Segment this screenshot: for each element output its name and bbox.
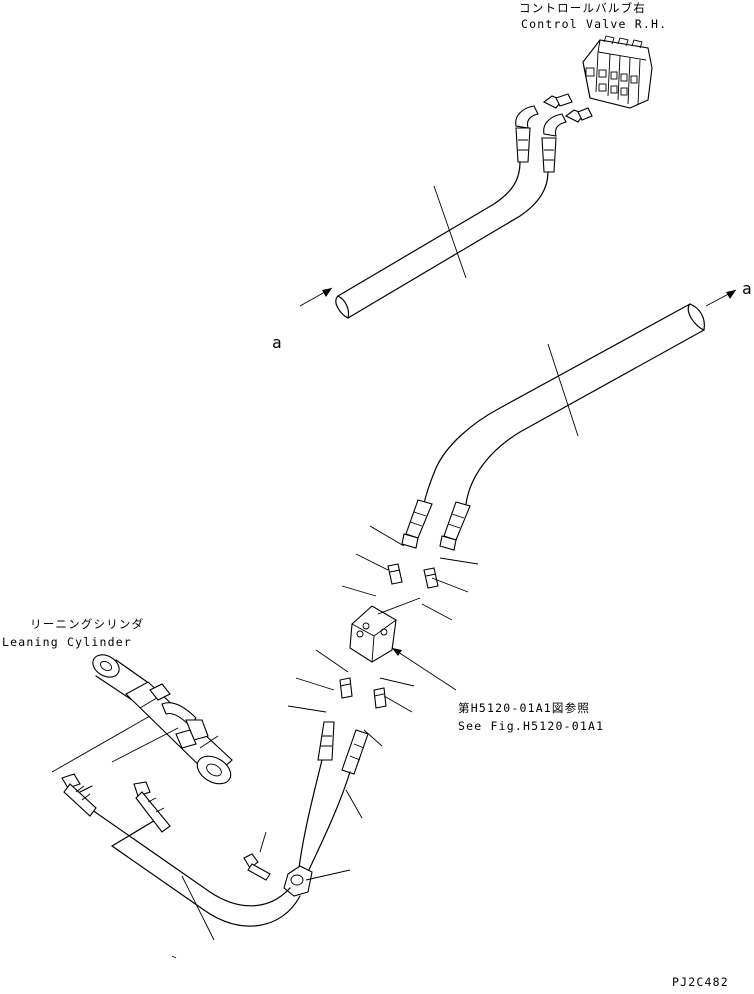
leaning-cylinder-label-jp: リーニングシリンダ [30, 617, 144, 631]
connector-label-a-right: a [742, 279, 752, 298]
hose-elbow-fitting-right [541, 113, 567, 173]
hose-end-fitting-left [401, 499, 433, 549]
cylinder-hose-fitting-left [61, 773, 97, 817]
cylinder-hose-pair [71, 785, 301, 941]
see-fig-label-en: See Fig.H5120-01A1 [458, 719, 604, 733]
adapter-lower-right [373, 687, 387, 709]
hose-clamp [283, 865, 313, 897]
hose-end-fitting-right [439, 501, 471, 551]
control-valve-label-en: Control Valve R.H. [521, 17, 667, 31]
clamp-bolt [243, 853, 271, 881]
control-valve-rh [582, 35, 653, 109]
hoses-to-clamp [297, 759, 351, 877]
valve-block [349, 605, 397, 663]
valve-adapter-lower [564, 107, 593, 123]
leaning-cylinder-label-en: Leaning Cylinder [2, 635, 132, 649]
upper-hose-pair [335, 161, 549, 319]
cylinder-hose-fitting-right [133, 781, 171, 833]
connector-arrow-a-right [705, 289, 737, 307]
hose-lower-fitting-left [317, 721, 335, 761]
control-valve-label-jp: コントロールバルブ右 [519, 1, 646, 15]
adapter-lower-left [339, 677, 353, 699]
hose-elbow-fitting-left [515, 105, 539, 163]
hose-lower-fitting-right [341, 729, 369, 775]
drawing-code: PJ2C482 [672, 975, 729, 989]
connector-label-a-left: a [272, 333, 282, 352]
leaning-cylinder [92, 654, 233, 785]
valve-adapter-upper [542, 93, 573, 109]
adapter-upper-left [387, 563, 403, 585]
connector-arrow-a-left [299, 287, 333, 307]
adapter-upper-right [423, 567, 439, 589]
leader-lines [51, 525, 479, 959]
see-fig-label-jp: 第H5120-01A1図参照 [458, 701, 590, 715]
lower-hose-pair [423, 303, 705, 505]
